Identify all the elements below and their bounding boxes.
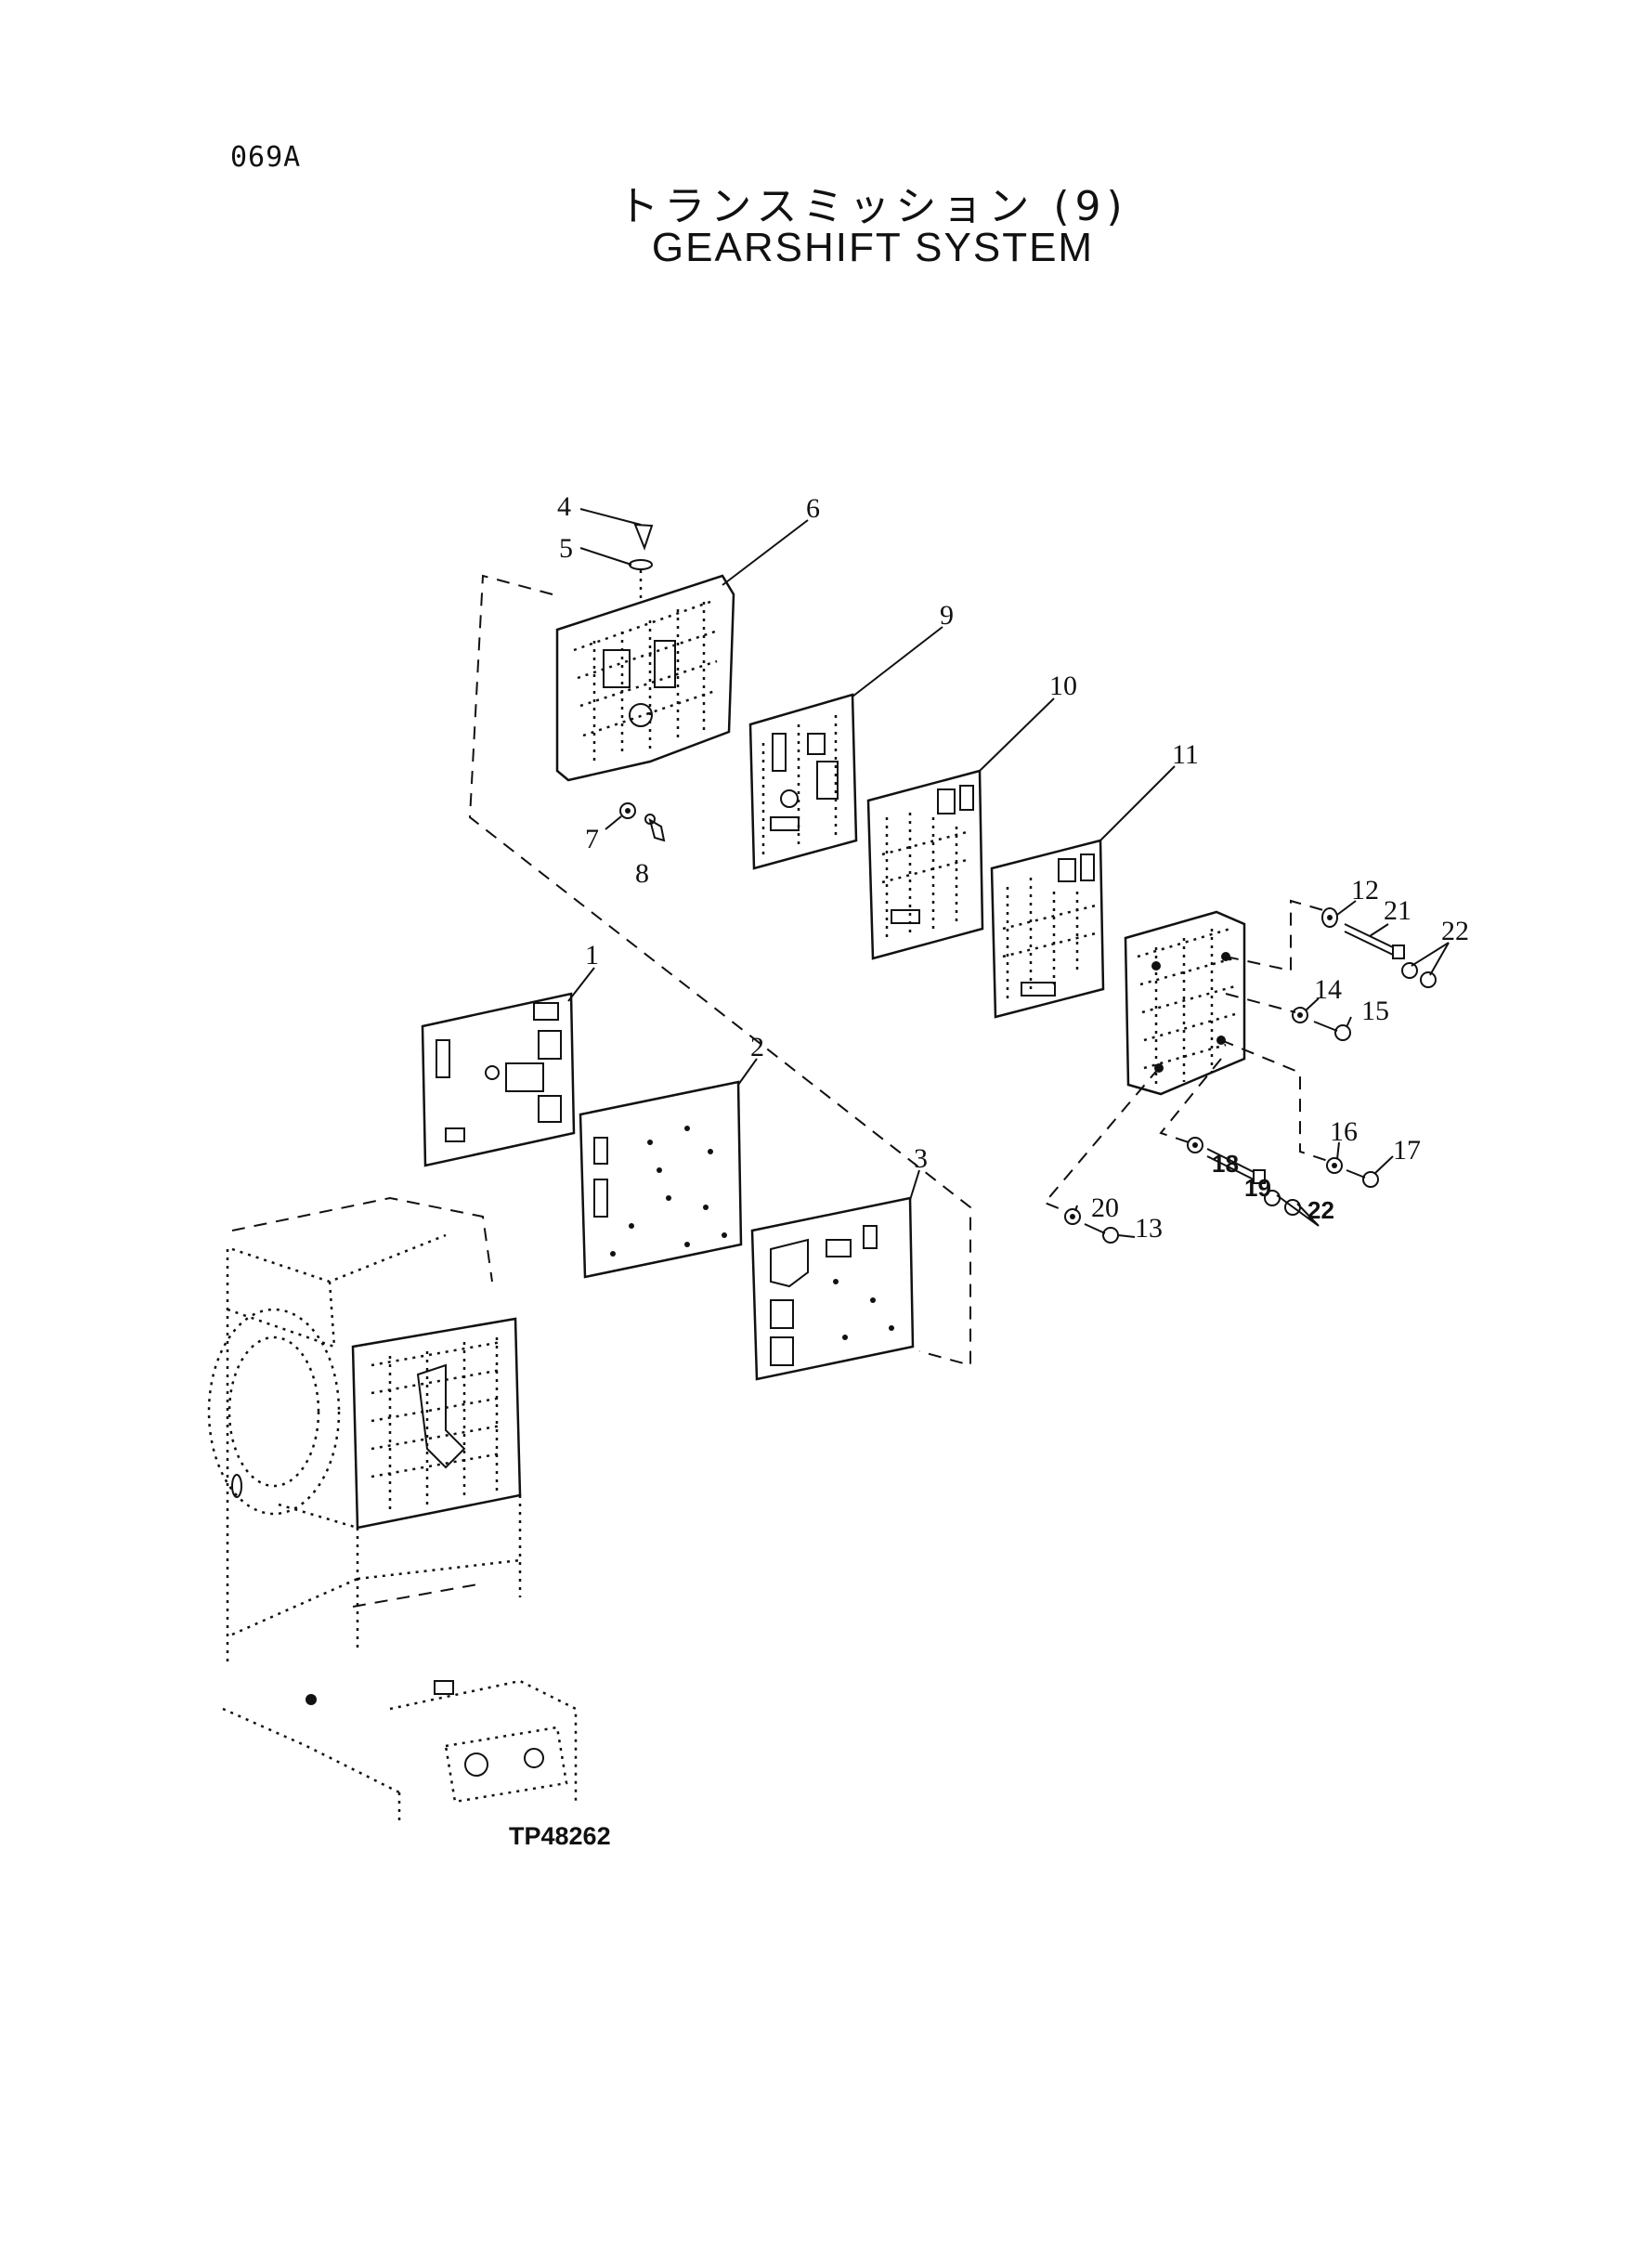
assembly-guide-line bbox=[468, 574, 971, 1367]
part-11-plate bbox=[990, 839, 1105, 1019]
callout-5: 5 bbox=[559, 533, 573, 564]
part-19-bolt bbox=[1206, 1148, 1266, 1184]
callout-3: 3 bbox=[914, 1143, 928, 1174]
callout-18: 18 bbox=[1212, 1150, 1239, 1178]
part-2-plate bbox=[579, 1080, 743, 1279]
leader-lines bbox=[567, 508, 1450, 1238]
callout-8: 8 bbox=[635, 858, 649, 889]
figure-reference-id: TP48262 bbox=[509, 1822, 611, 1850]
part-4-pin bbox=[633, 523, 654, 551]
part-12-washer bbox=[1321, 907, 1338, 928]
callout-13: 13 bbox=[1135, 1213, 1163, 1244]
callout-12: 12 bbox=[1351, 875, 1379, 905]
fastener-guide-upper bbox=[1225, 899, 1324, 972]
part-8-plug bbox=[644, 814, 666, 842]
callout-9: 9 bbox=[940, 600, 954, 631]
callout-20: 20 bbox=[1091, 1192, 1119, 1223]
fastener-guide-14-15 bbox=[1225, 993, 1296, 1013]
part-1-plate bbox=[421, 992, 576, 1167]
fastener-guide-16-17 bbox=[1220, 1039, 1329, 1162]
callout-1: 1 bbox=[585, 940, 599, 971]
part-3-plate bbox=[750, 1196, 915, 1381]
callout-6: 6 bbox=[806, 493, 820, 524]
part-21-bolt bbox=[1344, 923, 1405, 959]
callout-19: 19 bbox=[1244, 1174, 1271, 1202]
part-13-bolt bbox=[1084, 1223, 1119, 1244]
part-10-plate bbox=[866, 769, 984, 960]
callout-10: 10 bbox=[1049, 671, 1077, 701]
transmission-housing bbox=[207, 1196, 578, 1820]
callout-11: 11 bbox=[1172, 739, 1199, 770]
callout-17: 17 bbox=[1393, 1135, 1421, 1166]
callout-15: 15 bbox=[1361, 996, 1389, 1026]
callout-14: 14 bbox=[1314, 974, 1342, 1005]
part-20-washer bbox=[1064, 1208, 1081, 1225]
page-title-english: GEARSHIFT SYSTEM bbox=[651, 225, 1095, 270]
part-14-washer bbox=[1292, 1007, 1308, 1023]
fastener-guide-18-19 bbox=[1159, 1058, 1222, 1143]
fastener-guide-20-13 bbox=[1043, 1067, 1160, 1213]
callout-4: 4 bbox=[557, 491, 571, 522]
part-22-washer-pair-upper bbox=[1401, 962, 1437, 988]
part-18-washer bbox=[1187, 1137, 1203, 1153]
part-15-bolt bbox=[1313, 1021, 1351, 1041]
callout-7: 7 bbox=[585, 824, 599, 854]
page-code: 069A bbox=[230, 141, 302, 174]
part-16-washer bbox=[1326, 1157, 1343, 1174]
part-5-oring bbox=[629, 559, 653, 604]
page-title-japanese: トランスミッション (9) bbox=[618, 183, 1128, 230]
part-6-valve-body bbox=[555, 574, 735, 782]
callout-21: 21 bbox=[1384, 895, 1411, 926]
callout-16: 16 bbox=[1330, 1116, 1358, 1147]
lower-valve-body bbox=[1124, 910, 1246, 1096]
callout-2: 2 bbox=[750, 1032, 764, 1062]
part-7-ball bbox=[619, 802, 636, 819]
callout-22-lower: 22 bbox=[1307, 1196, 1334, 1224]
part-9-separator-plate bbox=[748, 693, 858, 870]
part-17-bolt bbox=[1346, 1169, 1379, 1188]
callout-22-upper: 22 bbox=[1441, 916, 1469, 946]
